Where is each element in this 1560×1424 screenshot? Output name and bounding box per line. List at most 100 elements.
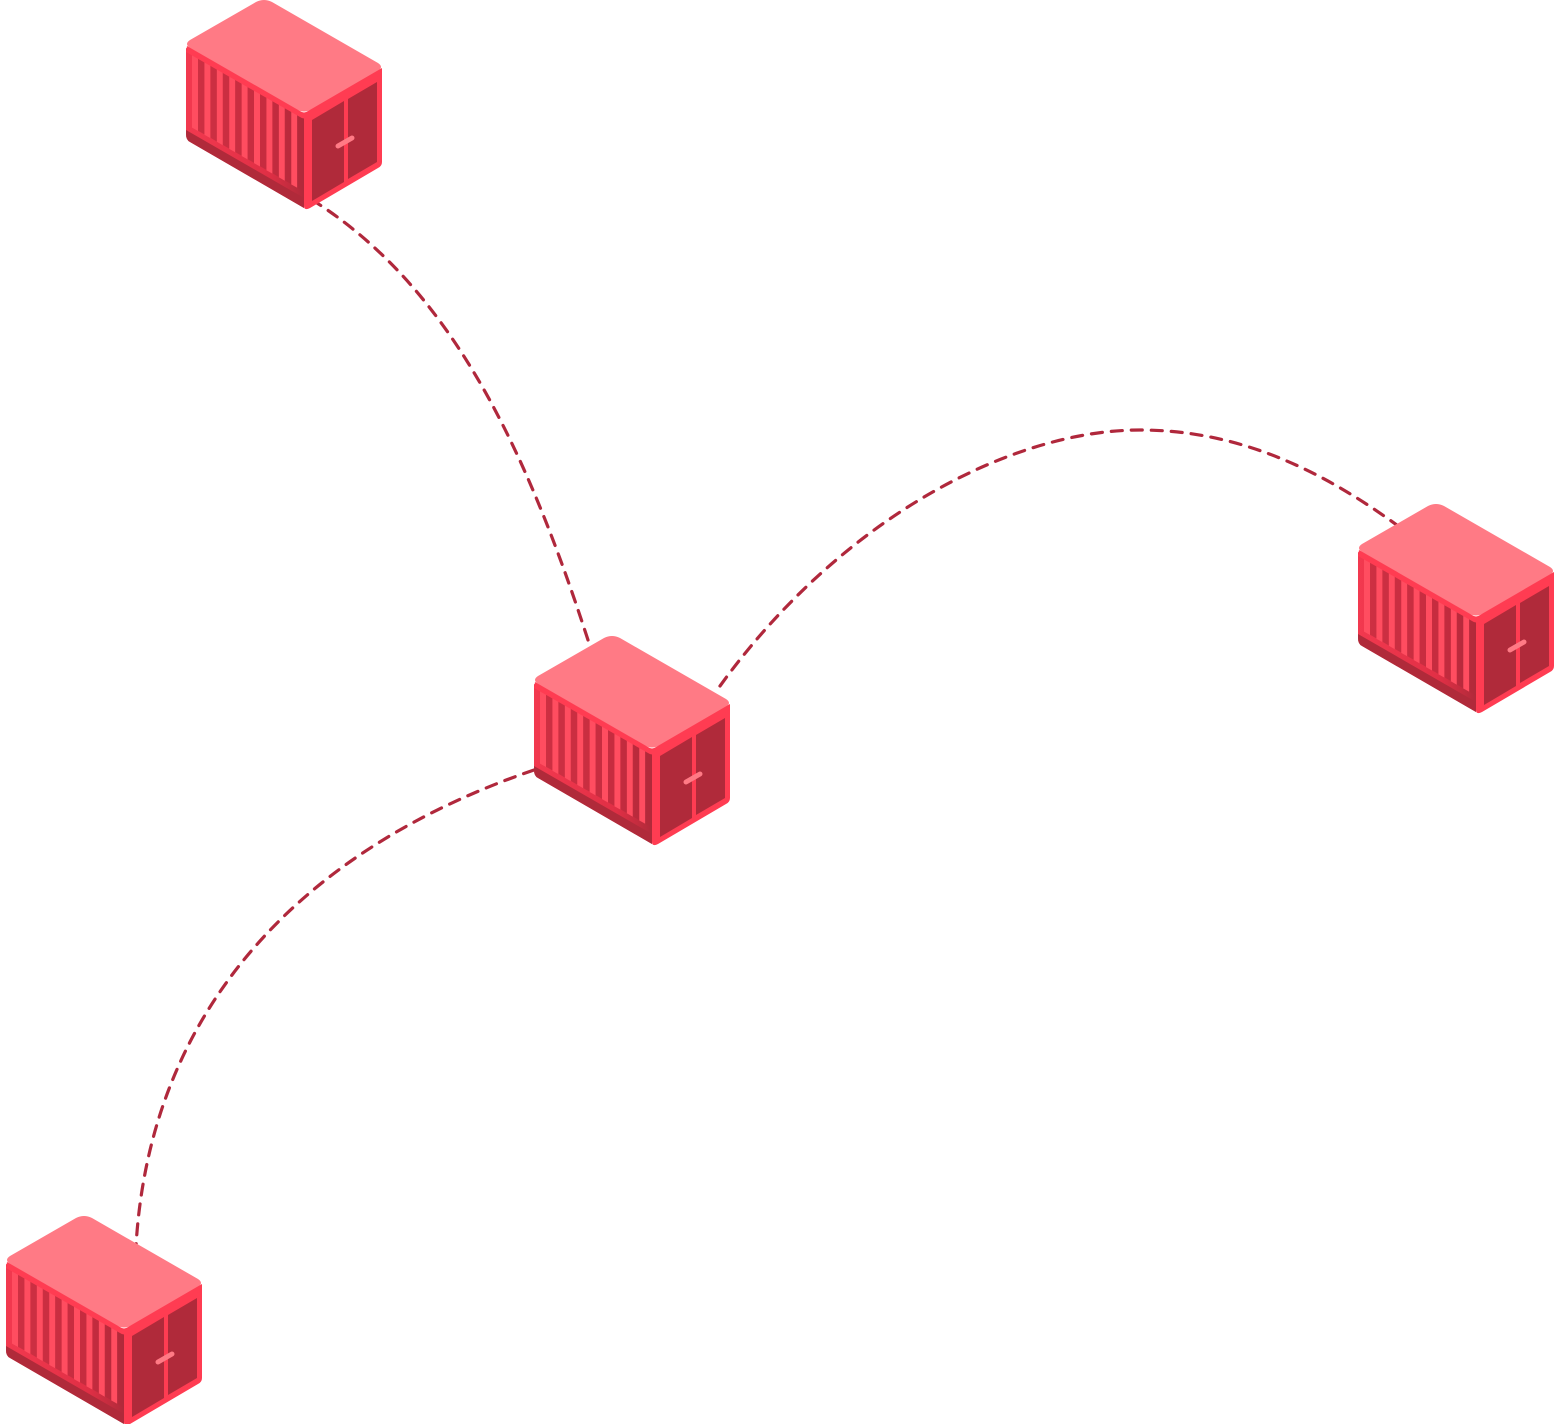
- container-rib-shadow: [117, 1328, 124, 1408]
- container-rib: [1401, 577, 1408, 657]
- container-rib-shadow: [235, 76, 242, 156]
- container-center-shipping-container-icon: [534, 636, 730, 846]
- container-rib: [1388, 570, 1395, 650]
- container-rib: [24, 1275, 31, 1355]
- container-rib-shadow: [1456, 609, 1464, 689]
- container-rib-shadow: [1432, 594, 1439, 674]
- container-rib-shadow: [42, 1285, 50, 1365]
- container-door-left: [1484, 605, 1516, 705]
- container-rib: [216, 66, 223, 146]
- container-rib-shadow: [1444, 602, 1451, 681]
- connectors: [134, 186, 1424, 1248]
- container-rib: [12, 1268, 18, 1347]
- container-rib-shadow: [570, 705, 578, 785]
- container-top-face: [187, 0, 381, 112]
- container-rib: [1450, 605, 1457, 685]
- container-rib: [254, 87, 260, 167]
- container-rib-shadow: [92, 1314, 99, 1393]
- container-rib: [1376, 563, 1383, 643]
- container-rib: [614, 730, 621, 810]
- container-rib: [61, 1296, 68, 1376]
- container-rib: [36, 1282, 43, 1362]
- container-rib: [626, 737, 633, 817]
- container-bottom-rail: [6, 1346, 124, 1424]
- container-rib-shadow: [595, 719, 602, 799]
- container-rib-shadow: [632, 741, 640, 821]
- container-handle-icon: [335, 135, 355, 149]
- container-rib-shadow: [260, 90, 267, 170]
- container-rib: [639, 744, 646, 824]
- container-rib: [291, 108, 298, 188]
- container-rib-shadow: [80, 1306, 87, 1386]
- container-rib: [278, 101, 285, 181]
- container-bottom-left-shipping-container-icon: [6, 1216, 202, 1424]
- container-rib-shadow: [284, 105, 292, 185]
- container-rib-shadow: [1370, 559, 1377, 639]
- container-rib: [589, 716, 596, 796]
- container-rib: [577, 709, 584, 789]
- container-top-rim: [186, 46, 382, 119]
- container-top-rim: [1358, 550, 1554, 623]
- container-rib: [266, 94, 273, 174]
- container-bottom-rail: [1358, 634, 1476, 712]
- container-handle-icon: [683, 771, 703, 785]
- container-rib: [192, 52, 198, 131]
- container-rib: [1413, 584, 1420, 664]
- container-ribs: [1364, 556, 1476, 696]
- container-rib-shadow: [1419, 587, 1426, 667]
- container-rib-shadow: [67, 1299, 74, 1379]
- container-rib: [1438, 598, 1445, 678]
- container-top-left-shipping-container-icon: [186, 0, 382, 210]
- container-rib: [1364, 556, 1370, 635]
- container-rib-shadow: [1382, 566, 1389, 646]
- container-rib: [74, 1303, 80, 1383]
- container-rib-shadow: [247, 83, 254, 163]
- container-rib: [49, 1289, 56, 1369]
- container-right-shipping-container-icon: [1358, 504, 1554, 714]
- container-rib-shadow: [1407, 580, 1414, 660]
- container-rib-shadow: [583, 712, 590, 792]
- container-rib: [1426, 591, 1432, 671]
- container-door-right: [348, 82, 377, 179]
- container-rib-shadow: [210, 62, 217, 142]
- container-top-face: [535, 636, 729, 748]
- container-door-left: [132, 1317, 164, 1417]
- container-rib: [241, 80, 248, 160]
- container-top-rim: [6, 1262, 202, 1335]
- connector-center-to-bottom-left: [134, 768, 536, 1248]
- container-rib: [98, 1317, 105, 1397]
- container-top-rim: [534, 682, 730, 755]
- container-rib: [111, 1324, 118, 1404]
- container-rib: [602, 723, 608, 803]
- container-handle-icon: [155, 1351, 175, 1365]
- container-rib-shadow: [30, 1278, 37, 1358]
- container-door-right: [696, 718, 725, 815]
- connector-center-to-right: [718, 428, 1424, 688]
- container-rib-shadow: [297, 112, 304, 192]
- container-bottom-rail: [534, 766, 652, 844]
- container-rib-shadow: [198, 55, 205, 135]
- container-rib-shadow: [1469, 616, 1476, 696]
- container-door-right: [168, 1298, 197, 1395]
- container-rib-shadow: [620, 734, 627, 813]
- container-ribs: [540, 688, 652, 828]
- container-rib-shadow: [1394, 573, 1402, 653]
- container-door-left: [660, 737, 692, 837]
- container-rib: [204, 59, 211, 139]
- container-rib: [540, 688, 546, 767]
- container-rib-shadow: [104, 1321, 112, 1401]
- container-door-left: [312, 101, 344, 201]
- container-rib-shadow: [55, 1292, 62, 1372]
- container-handle-icon: [1507, 639, 1527, 653]
- container-door-right: [1520, 586, 1549, 683]
- container-rib-shadow: [608, 726, 615, 806]
- container-rib-shadow: [272, 98, 279, 177]
- container-ribs: [12, 1268, 124, 1408]
- container-rib-shadow: [546, 691, 553, 771]
- container-top-face: [1359, 504, 1553, 616]
- container-rib-shadow: [18, 1271, 25, 1351]
- container-ribs: [192, 52, 304, 192]
- container-rib: [564, 702, 571, 782]
- container-rib-shadow: [645, 748, 652, 828]
